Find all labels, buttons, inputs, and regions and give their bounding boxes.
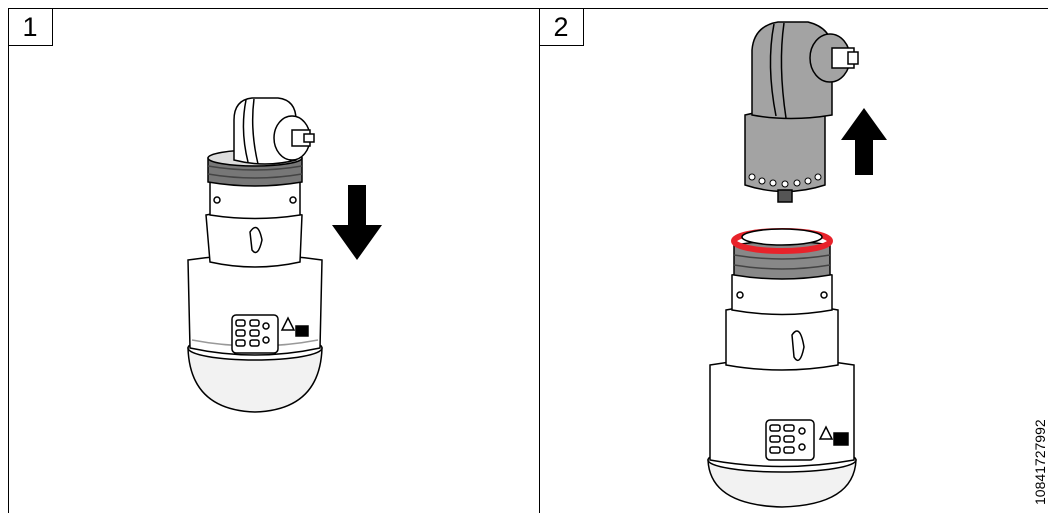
step-2-tool-illustration (707, 228, 857, 508)
document-id: 10841727992 (1032, 419, 1048, 505)
step-1-illustration (187, 97, 382, 413)
illustration-frame (8, 8, 1048, 513)
panel-divider (539, 8, 540, 513)
step-1-label: 1 (8, 8, 53, 46)
step-2-head-illustration (744, 21, 887, 203)
up-arrow-icon (841, 108, 887, 175)
step-2-label: 2 (539, 8, 584, 46)
down-arrow-icon (332, 185, 382, 260)
